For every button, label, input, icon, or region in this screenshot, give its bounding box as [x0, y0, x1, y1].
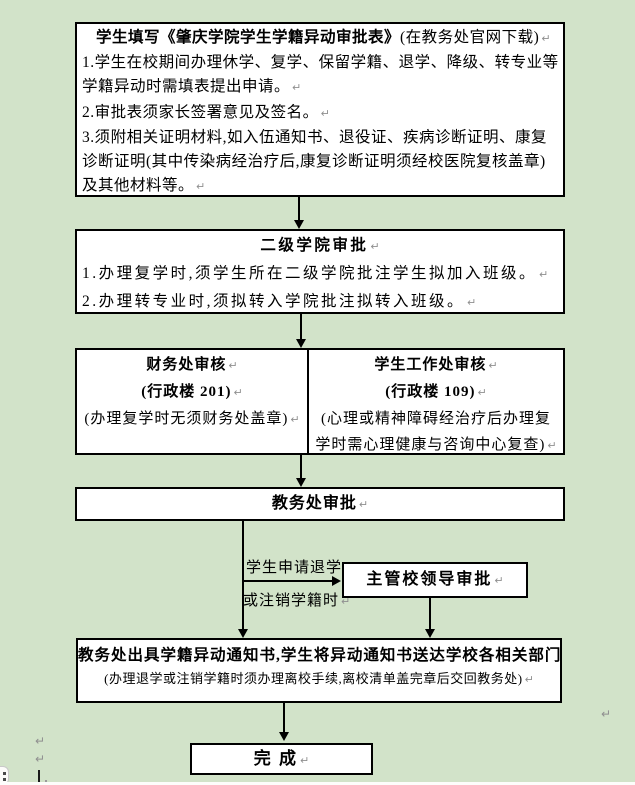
text-line: 1.办理复学时,须学生所在二级学院批注学生拟加入班级。↵	[82, 265, 549, 282]
box-student-fill-form: 学生填写《肇庆学院学生学籍异动审批表》(在教务处官网下载)↵ 1.学生在校期间办理…	[75, 22, 565, 197]
arrow-line-academic-notice	[242, 521, 244, 629]
return-mark-icon: ↵	[541, 32, 551, 45]
arrow-line-notice-complete	[283, 703, 285, 732]
text-line: 主管校领导审批↵	[366, 571, 504, 588]
return-mark-icon: ↵	[370, 240, 380, 253]
text-line: 完 成↵	[253, 749, 310, 768]
arrow-head-notice-complete	[279, 732, 289, 741]
text-line: 学生申请退学↵	[246, 556, 353, 577]
arrow-head-box2-review	[296, 339, 306, 348]
text-line: 学时需心理健康与咨询中心复查)↵	[315, 437, 557, 453]
text-line: 教务处审批↵	[271, 495, 369, 512]
box-college-approval: 二级学院审批↵ 1.办理复学时,须学生所在二级学院批注学生拟加入班级。↵ 2.办理转…	[75, 229, 565, 314]
return-mark-icon: ↵	[233, 386, 243, 399]
text-line: 或注销学籍时↵	[243, 593, 351, 609]
text-line: 学生工作处审核↵	[374, 357, 498, 373]
return-mark-icon: ↵	[196, 180, 206, 194]
text-line: 及其他材料等。↵	[82, 177, 206, 195]
return-mark-icon: ↵	[467, 296, 477, 309]
return-mark-icon: ↵	[35, 752, 46, 766]
box-school-leader-approval: 主管校领导审批↵	[342, 562, 528, 598]
return-mark-icon: ↵	[358, 498, 369, 511]
arrow-head-box1-box2	[294, 220, 304, 229]
arrow-head-academic-notice	[238, 629, 248, 638]
text-cursor-dot	[45, 780, 47, 782]
arrow-line-box2-review	[300, 314, 302, 339]
branch-condition-withdraw-label: 学生申请退学↵	[246, 556, 353, 577]
arrow-line-branch-leader	[243, 580, 332, 582]
arrow-head-review-academic	[296, 478, 306, 487]
text-line: 学生填写《肇庆学院学生学籍异动审批表》(在教务处官网下载)↵	[96, 29, 551, 46]
return-mark-icon: ↵	[601, 707, 612, 721]
return-mark-icon: ↵	[539, 268, 549, 281]
text-line: (行政楼 201)↵	[141, 384, 243, 400]
return-mark-icon: ↵	[494, 574, 504, 587]
return-mark-icon: ↵	[547, 439, 557, 452]
text-line: (行政楼 109)↵	[385, 384, 487, 400]
return-mark-icon: ↵	[300, 754, 310, 767]
return-mark-icon: ↵	[292, 81, 302, 95]
box-complete: 完 成↵	[190, 743, 373, 775]
arrow-line-box1-box2	[298, 197, 300, 222]
arrow-line-review-academic	[300, 455, 302, 478]
text-line: 二级学院审批↵	[260, 237, 380, 254]
text-line: 2.审批表须家长签署意见及签名。↵	[82, 103, 330, 121]
text-line: 2.办理转专业时,须拟转入学院批注拟转入班级。↵	[82, 293, 477, 310]
return-mark-icon: ↵	[488, 359, 498, 372]
browse-dot-icon	[3, 772, 6, 775]
text-line: 财务处审核↵	[146, 357, 238, 373]
page-edge	[0, 782, 635, 785]
text-line: 3.须附相关证明材料,如入伍通知书、退役证、疾病诊断证明、康复	[82, 128, 548, 146]
return-mark-icon: ↵	[320, 106, 330, 120]
return-mark-icon: ↵	[477, 386, 487, 399]
text-line: (办理退学或注销学籍时须办理离校手续,离校清单盖完章后交回教务处)↵	[104, 671, 534, 686]
browse-dot-icon	[3, 778, 6, 781]
box-finance-review: 财务处审核↵ (行政楼 201)↵ (办理复学时无须财务处盖章)↵	[77, 350, 309, 453]
return-mark-icon: ↵	[524, 673, 534, 686]
text-line: 诊断证明(其中传染病经治疗后,康复诊断证明须经校医院复核盖章)	[82, 153, 546, 171]
text-line: 学籍异动时需填表提出申请。↵	[82, 78, 302, 96]
arrow-head-branch-leader	[332, 576, 341, 586]
text-line: 教务处出具学籍异动通知书,学生将异动通知书送达学校各相关部门↵	[78, 645, 560, 668]
text-cursor	[38, 770, 40, 783]
box-student-affairs-review: 学生工作处审核↵ (行政楼 109)↵ (心理或精神障碍经治疗后办理复学时需心理健康…	[309, 350, 563, 453]
text-line: (办理复学时无须财务处盖章)↵	[84, 411, 300, 427]
arrow-head-leader-notice	[425, 629, 435, 638]
return-mark-icon: ↵	[228, 359, 238, 372]
arrow-line-leader-notice	[429, 598, 431, 629]
return-mark-icon: ↵	[290, 413, 300, 426]
return-mark-icon: ↵	[561, 650, 562, 663]
text-line: (心理或精神障碍经治疗后办理复	[321, 411, 551, 427]
branch-condition-cancel-label: 或注销学籍时↵	[243, 589, 350, 610]
text-line: 1.学生在校期间办理休学、复学、保留学籍、退学、降级、转专业等	[82, 54, 559, 72]
box-notice-delivery: 教务处出具学籍异动通知书,学生将异动通知书送达学校各相关部门↵ (办理退学或注销学…	[76, 638, 562, 703]
return-mark-icon: ↵	[35, 734, 46, 748]
return-mark-icon: ↵	[341, 595, 351, 608]
box-review-pair: 财务处审核↵ (行政楼 201)↵ (办理复学时无须财务处盖章)↵ 学生工作处审核↵…	[75, 348, 565, 455]
box-academic-affairs-approval: 教务处审批↵	[75, 487, 565, 521]
